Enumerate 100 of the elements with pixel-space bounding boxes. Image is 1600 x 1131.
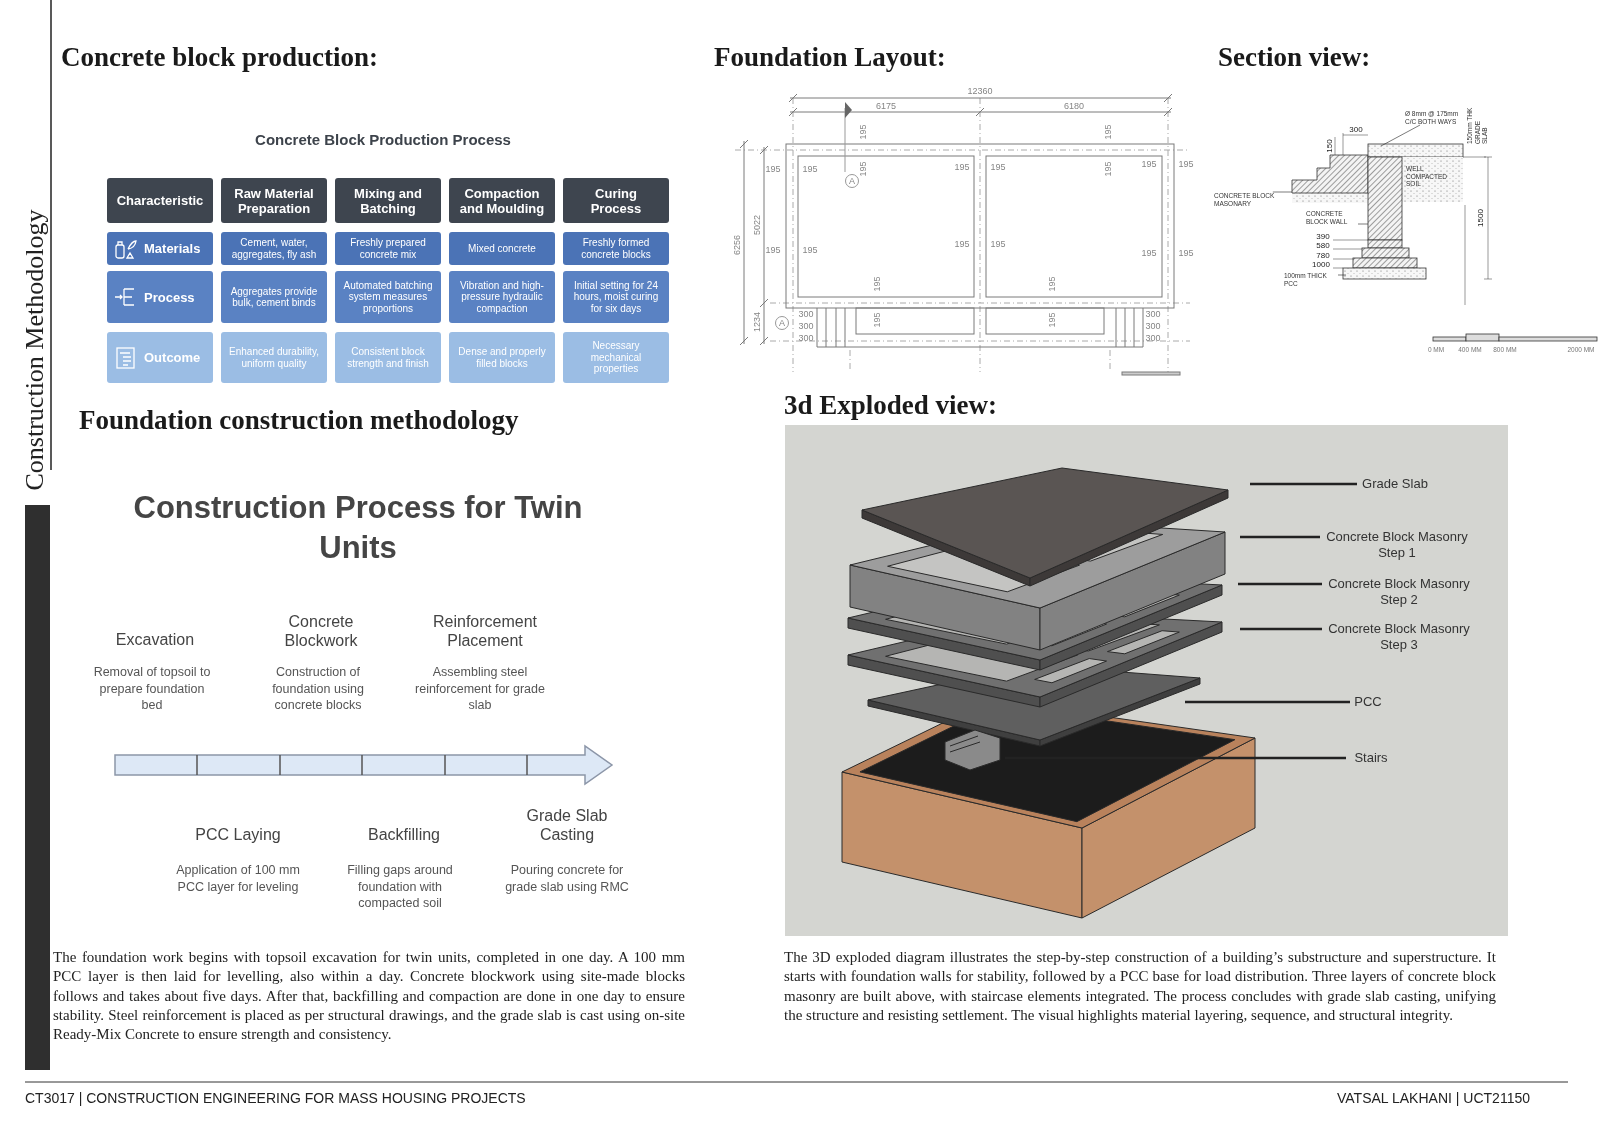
dimension-text: 1000 bbox=[1311, 259, 1331, 269]
row-heading: Process bbox=[144, 289, 195, 305]
callout-label: Concrete Block Masonry Step 1 bbox=[1320, 529, 1474, 561]
dimension-text: 195 bbox=[801, 163, 819, 175]
column-heading: Characteristic bbox=[116, 193, 204, 208]
section-heading: 3d Exploded view: bbox=[784, 390, 999, 421]
table-cell bbox=[563, 332, 669, 383]
leader-line bbox=[1380, 124, 1421, 147]
leader-line bbox=[1185, 700, 1350, 704]
dimension-text: 195 bbox=[953, 238, 971, 250]
dimension-text: 12360 bbox=[966, 85, 994, 97]
vertical-title: Construction Methodology bbox=[20, 208, 50, 493]
dimension-text: 6256 bbox=[731, 234, 743, 257]
dimension-text: 195 bbox=[1102, 160, 1114, 178]
cell-text: Freshly prepared concrete mix bbox=[349, 237, 427, 260]
callout-label: Concrete Block Masonry Step 3 bbox=[1322, 621, 1476, 653]
leader-line bbox=[1238, 582, 1322, 586]
table-cell bbox=[221, 332, 327, 383]
cell-text: Cement, water, aggregates, fly ash bbox=[230, 237, 318, 260]
table-header-cell bbox=[563, 178, 669, 223]
table-header-cell bbox=[449, 178, 555, 223]
table-header-cell bbox=[335, 178, 441, 223]
callout-label: Concrete Block Masonry Step 2 bbox=[1322, 576, 1476, 608]
step-description: Construction of foundation using concrete blocks bbox=[271, 664, 365, 714]
step-title: PCC Laying bbox=[194, 825, 282, 844]
dimension-text: 300 bbox=[798, 308, 814, 320]
step-title: Reinforcement Placement bbox=[431, 612, 538, 650]
section-heading: Concrete block production: bbox=[61, 42, 379, 73]
dimension-text: 195 bbox=[871, 275, 883, 293]
dimension-text: 1234 bbox=[751, 311, 763, 334]
step-title: Concrete Blockwork bbox=[283, 612, 359, 650]
dimension-text: 195 bbox=[871, 311, 883, 329]
leader-line bbox=[1005, 756, 1346, 760]
table-cell bbox=[221, 232, 327, 265]
dimension-text: 195 bbox=[989, 161, 1007, 173]
table-title: Concrete Block Production Process bbox=[254, 131, 512, 148]
table-cell bbox=[335, 232, 441, 265]
dimension-text: 300 bbox=[1348, 124, 1364, 134]
process-title: Construction Process for Twin Units bbox=[132, 489, 584, 567]
dimension-text: 195 bbox=[1140, 158, 1158, 170]
step-title: Excavation bbox=[114, 630, 196, 649]
table-cell bbox=[563, 232, 669, 265]
dimension-text: 195 bbox=[764, 163, 782, 175]
cell-text: Initial setting for 24 hours, moist curing for six days bbox=[572, 279, 660, 315]
dimension-text: 195 bbox=[1102, 123, 1114, 141]
cell-text: Freshly formed concrete blocks bbox=[580, 237, 652, 260]
cell-text: Dense and properly filled blocks bbox=[457, 346, 547, 369]
callout-label: Stairs bbox=[1346, 750, 1396, 766]
leader-line bbox=[1272, 191, 1293, 193]
step-description: Pouring concrete for grade slab using RMC bbox=[504, 862, 630, 895]
section-heading: Section view: bbox=[1218, 42, 1372, 73]
table-cell bbox=[449, 232, 555, 265]
description-paragraph: The foundation work begins with topsoil excavation for twin units, completed in one day. A 100 mm PCC layer is then laid for levelling, also within a day. Concrete blockwork using site-made blocks follows and takes about five days. After that, backfilling and compaction are done in one day to ensure stability. Steel reinforcement is placed as per structural drawings, and the grade slab is cast using on-site Ready-Mix Concrete to ensure strength and consistency. bbox=[53, 948, 685, 1045]
dimension-text: 780 bbox=[1315, 250, 1331, 260]
column-heading: Mixing and Batching bbox=[353, 185, 423, 216]
row-heading: Outcome bbox=[144, 350, 201, 365]
dimension-text: 195 bbox=[857, 123, 869, 141]
table-cell bbox=[449, 271, 555, 323]
dimension-text: 300 bbox=[1145, 308, 1161, 320]
dimension-text: 300 bbox=[798, 320, 814, 332]
table-cell bbox=[107, 332, 213, 383]
table-header-cell bbox=[221, 178, 327, 223]
step-title: Grade Slab Casting bbox=[525, 806, 609, 844]
leader-line bbox=[1357, 223, 1369, 225]
cell-text: Necessary mechanical properties bbox=[589, 340, 643, 375]
dimension-text: 195 bbox=[857, 160, 869, 178]
step-title: Backfilling bbox=[367, 825, 441, 844]
leader-line bbox=[1337, 274, 1347, 276]
cell-text: Automated batching system measures proportions bbox=[342, 279, 434, 315]
step-description: Assembling steel reinforcement for grade slab bbox=[415, 664, 545, 714]
dimension-text: 195 bbox=[1140, 247, 1158, 259]
cell-text: Consistent block strength and finish bbox=[346, 346, 430, 369]
table-cell bbox=[335, 332, 441, 383]
callout-label: Grade Slab bbox=[1357, 476, 1433, 492]
table-header-cell bbox=[107, 178, 213, 223]
table-cell bbox=[221, 271, 327, 323]
dimension-text: 195 bbox=[1046, 275, 1058, 293]
dimension-text: 300 bbox=[1145, 320, 1161, 332]
table-cell bbox=[107, 271, 213, 323]
table-cell bbox=[335, 271, 441, 323]
table-cell bbox=[107, 232, 213, 265]
step-description: Filling gaps around foundation with compacted soil bbox=[346, 862, 454, 912]
dimension-text: 195 bbox=[953, 161, 971, 173]
dimension-text: 6175 bbox=[875, 100, 897, 112]
dimension-text: 580 bbox=[1315, 240, 1331, 250]
footer-text: VATSAL LAKHANI | UCT21150 bbox=[1336, 1090, 1530, 1106]
dimension-text: 300 bbox=[1145, 332, 1161, 344]
section-heading: Foundation Layout: bbox=[714, 42, 947, 73]
dimension-text: 195 bbox=[801, 244, 819, 256]
dimension-text: 195 bbox=[1046, 311, 1058, 329]
dimension-text: 195 bbox=[1177, 247, 1195, 259]
row-heading: Materials bbox=[144, 241, 201, 256]
leader-line bbox=[1250, 482, 1357, 486]
section-heading: Foundation construction methodology bbox=[79, 405, 520, 436]
description-paragraph: The 3D exploded diagram illustrates the step-by-step construction of a building’s substructure and superstructure. It starts with foundation walls for stability, followed by a PCC base for load distribution. Three layers of concrete block masonry are built above, with staircase elements integrated. The process concludes with grade slab casting, unifying the structure and resisting settlement. The visual highlights material layering, sequence, and structural integrity. bbox=[784, 948, 1496, 1025]
dimension-text: 300 bbox=[798, 332, 814, 344]
dimension-text: 195 bbox=[989, 238, 1007, 250]
step-description: Application of 100 mm PCC layer for leveling bbox=[175, 862, 301, 895]
column-heading: Compaction and Moulding bbox=[458, 185, 546, 216]
dimension-text: 1500 bbox=[1475, 208, 1485, 229]
